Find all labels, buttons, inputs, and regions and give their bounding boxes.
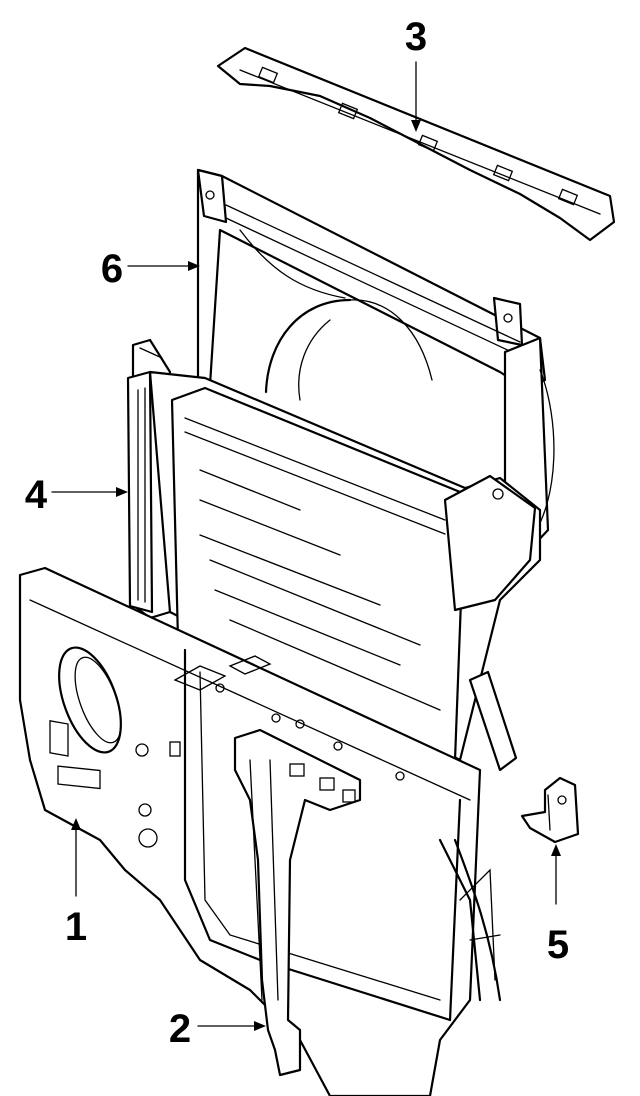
mount-bracket bbox=[520, 776, 580, 844]
callout-6: 6 bbox=[101, 247, 123, 291]
callout-1: 1 bbox=[65, 905, 87, 949]
center-brace bbox=[233, 728, 362, 1077]
radiator-support bbox=[18, 566, 502, 1096]
upper-seal bbox=[216, 46, 616, 242]
fan-shroud bbox=[196, 168, 555, 562]
leader-lines bbox=[51, 61, 561, 1031]
callout-3: 3 bbox=[405, 15, 427, 59]
callout-2: 2 bbox=[169, 1007, 191, 1051]
callout-4: 4 bbox=[25, 473, 48, 517]
callout-5: 5 bbox=[547, 923, 569, 967]
